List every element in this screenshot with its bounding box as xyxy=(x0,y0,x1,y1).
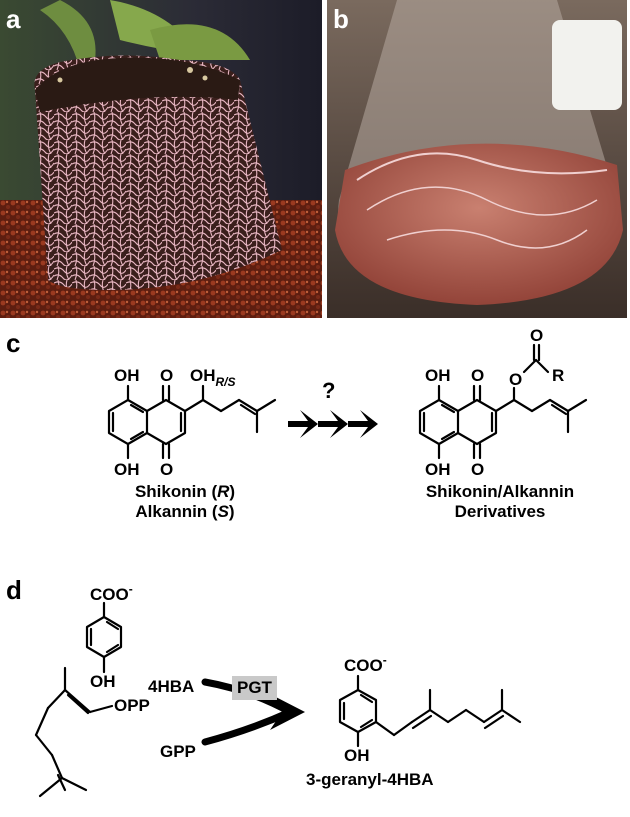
product-oh-bottom: OH xyxy=(425,460,451,479)
product-compound-name: 3-geranyl-4HBA xyxy=(306,770,434,789)
hba-coo-text: COO xyxy=(90,585,129,604)
photo-root-block xyxy=(0,0,322,318)
panel-label-c: c xyxy=(6,328,21,358)
panel-label-b: b xyxy=(333,4,349,34)
stereo-label: R/S xyxy=(215,375,236,389)
product-name-line1: Shikonin/Alkannin xyxy=(425,482,575,501)
product-o-bottom: O xyxy=(471,460,485,479)
product-oh-top: OH xyxy=(425,366,451,385)
product-ester-o: O xyxy=(509,370,523,389)
product-carbonyl-o: O xyxy=(530,326,544,345)
gpp-label: GPP xyxy=(160,742,196,761)
reactant-side-oh-text: OH xyxy=(190,366,216,385)
reactant-name-line2: Alkannin (S) xyxy=(95,502,275,522)
panel-label-d: d xyxy=(6,575,22,605)
reactant-o-bottom: O xyxy=(160,460,174,479)
reactant-oh-bottom: OH xyxy=(114,460,140,479)
product-r-group: R xyxy=(552,366,565,385)
reactant-oh-top: OH xyxy=(114,366,140,385)
arrow-step-3 xyxy=(348,410,378,438)
reactant-naphthoquinone xyxy=(107,384,277,460)
hba-carboxylate: COO- xyxy=(90,582,133,605)
product-hydroxyl: OH xyxy=(344,746,370,765)
flask-culture-illustration xyxy=(327,0,630,318)
reactant-name-line2-text: Alkannin ( xyxy=(135,502,218,521)
product-charge: - xyxy=(382,653,387,667)
reactant-name-line2-stereo: S xyxy=(217,502,229,521)
product-o-top: O xyxy=(471,366,485,385)
reactant-name-line1-text: Shikonin ( xyxy=(134,482,218,501)
hba-charge: - xyxy=(128,582,133,596)
enzyme-pgt-badge: PGT xyxy=(232,676,277,700)
product-naphthoquinone xyxy=(418,343,588,460)
reactant-name-line1-close: ) xyxy=(229,482,236,501)
product-carboxylate: COO- xyxy=(344,653,387,676)
photo-flask-culture xyxy=(327,0,630,318)
reactant-name-line1: Shikonin (R) xyxy=(95,482,275,502)
reactant-o-top: O xyxy=(160,366,174,385)
arrow-step-2 xyxy=(318,410,348,438)
reactant-name-line2-close: ) xyxy=(228,502,235,521)
reactant-side-oh: OHR/S xyxy=(190,366,236,389)
multistep-arrows xyxy=(288,410,378,438)
root-block-illustration xyxy=(0,0,322,318)
geranyl-hba-structure xyxy=(338,674,522,748)
gpp-opp: OPP xyxy=(114,696,150,715)
gpp-chain xyxy=(34,666,114,798)
product-coo-text: COO xyxy=(344,656,383,675)
panel-label-a: a xyxy=(6,4,21,34)
product-name: Shikonin/Alkannin Derivatives xyxy=(395,482,605,522)
reactant-name-line1-stereo: R xyxy=(217,482,230,501)
product-name-line2: Derivatives xyxy=(454,502,546,521)
reactant-name: Shikonin (R) Alkannin (S) xyxy=(95,482,275,522)
arrow-step-1 xyxy=(288,410,318,438)
hba-benzene xyxy=(85,601,123,674)
hba-label: 4HBA xyxy=(148,677,195,696)
unknown-steps-question: ? xyxy=(322,378,336,403)
hba-hydroxyl: OH xyxy=(90,672,116,691)
